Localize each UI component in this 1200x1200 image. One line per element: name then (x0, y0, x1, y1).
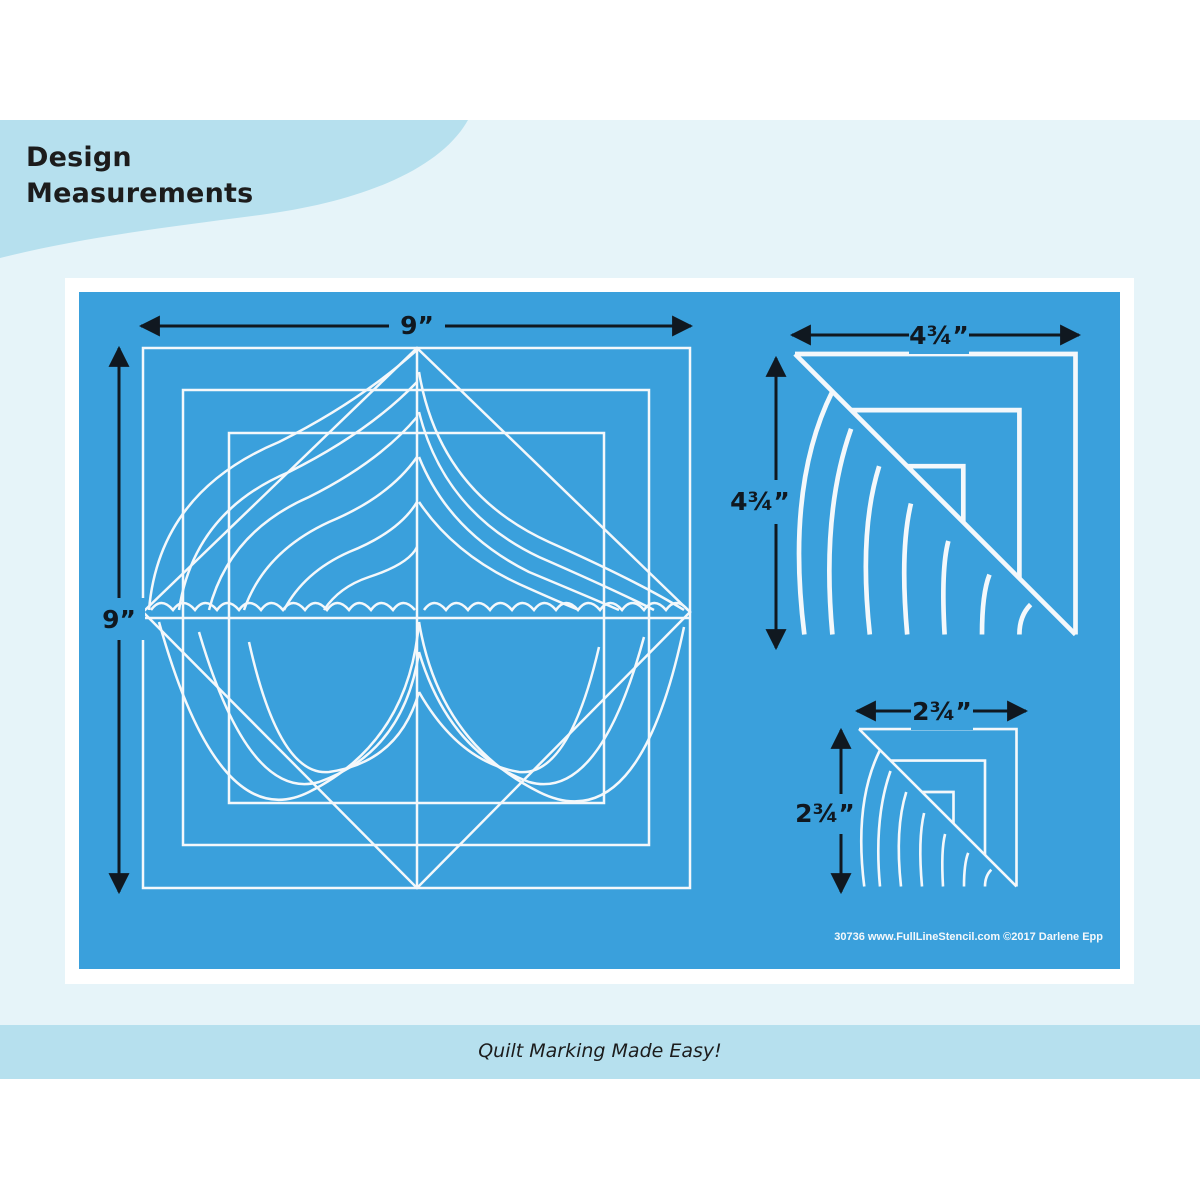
large-design (93, 306, 694, 895)
medium-design (729, 316, 1082, 651)
title-line-2: Measurements (26, 178, 254, 209)
medium-height-label: 4¾” (730, 487, 790, 516)
medium-width-label: 4¾” (909, 321, 969, 350)
header-blob (0, 120, 468, 258)
stencil-image: 9” 9” 4¾” 4¾” 2¾” 2¾” 30736 www.FullLine… (79, 292, 1120, 969)
tagline: Quilt Marking Made Easy! (478, 1040, 722, 1062)
page-title: Design Measurements (26, 140, 253, 212)
large-height-label: 9” (102, 605, 136, 634)
stencil-drawing: 9” 9” 4¾” 4¾” 2¾” 2¾” 30736 www.FullLine… (93, 306, 1103, 943)
copyright-credit: 30736 www.FullLineStencil.com ©2017 Darl… (834, 931, 1103, 943)
small-height-label: 2¾” (795, 799, 855, 828)
small-design (795, 692, 1029, 895)
title-line-1: Design (26, 142, 132, 173)
footer-band (0, 1025, 1200, 1079)
small-width-label: 2¾” (912, 697, 972, 726)
large-width-label: 9” (400, 311, 434, 340)
